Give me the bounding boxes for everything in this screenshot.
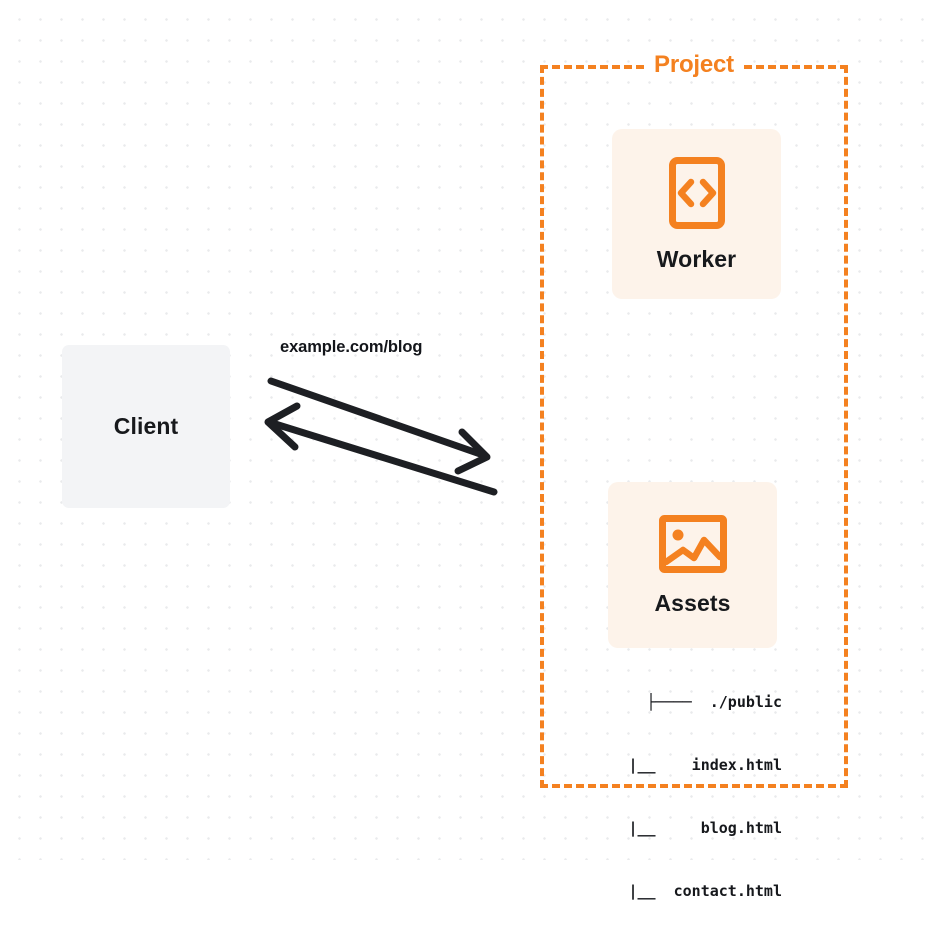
assets-file-tree: ├──── ./public |__ index.html |__ blog.h… [560, 650, 782, 944]
response-arrow [264, 402, 498, 496]
client-label: Client [113, 413, 179, 439]
file-tree-line-index: |__ index.html [592, 756, 782, 774]
file-tree-line-contact: |__ contact.html [592, 882, 782, 900]
project-title: Project [647, 53, 741, 77]
image-icon [658, 514, 728, 579]
connection-url-label: example.com/blog [280, 338, 423, 356]
worker-card-label: Worker [656, 245, 737, 272]
assets-card[interactable]: Assets [608, 482, 777, 648]
request-arrow [267, 377, 491, 475]
code-brackets-icon [668, 156, 726, 235]
project-boundary: Project [540, 53, 848, 788]
file-tree-line-root: ├──── ./public [646, 693, 782, 711]
client-node[interactable]: Client [62, 345, 230, 508]
worker-card[interactable]: Worker [612, 129, 781, 299]
file-tree-line-blog: |__ blog.html [592, 819, 782, 837]
assets-card-label: Assets [654, 589, 731, 616]
diagram-canvas: Client example.com/blog Project Worker A… [0, 0, 938, 900]
